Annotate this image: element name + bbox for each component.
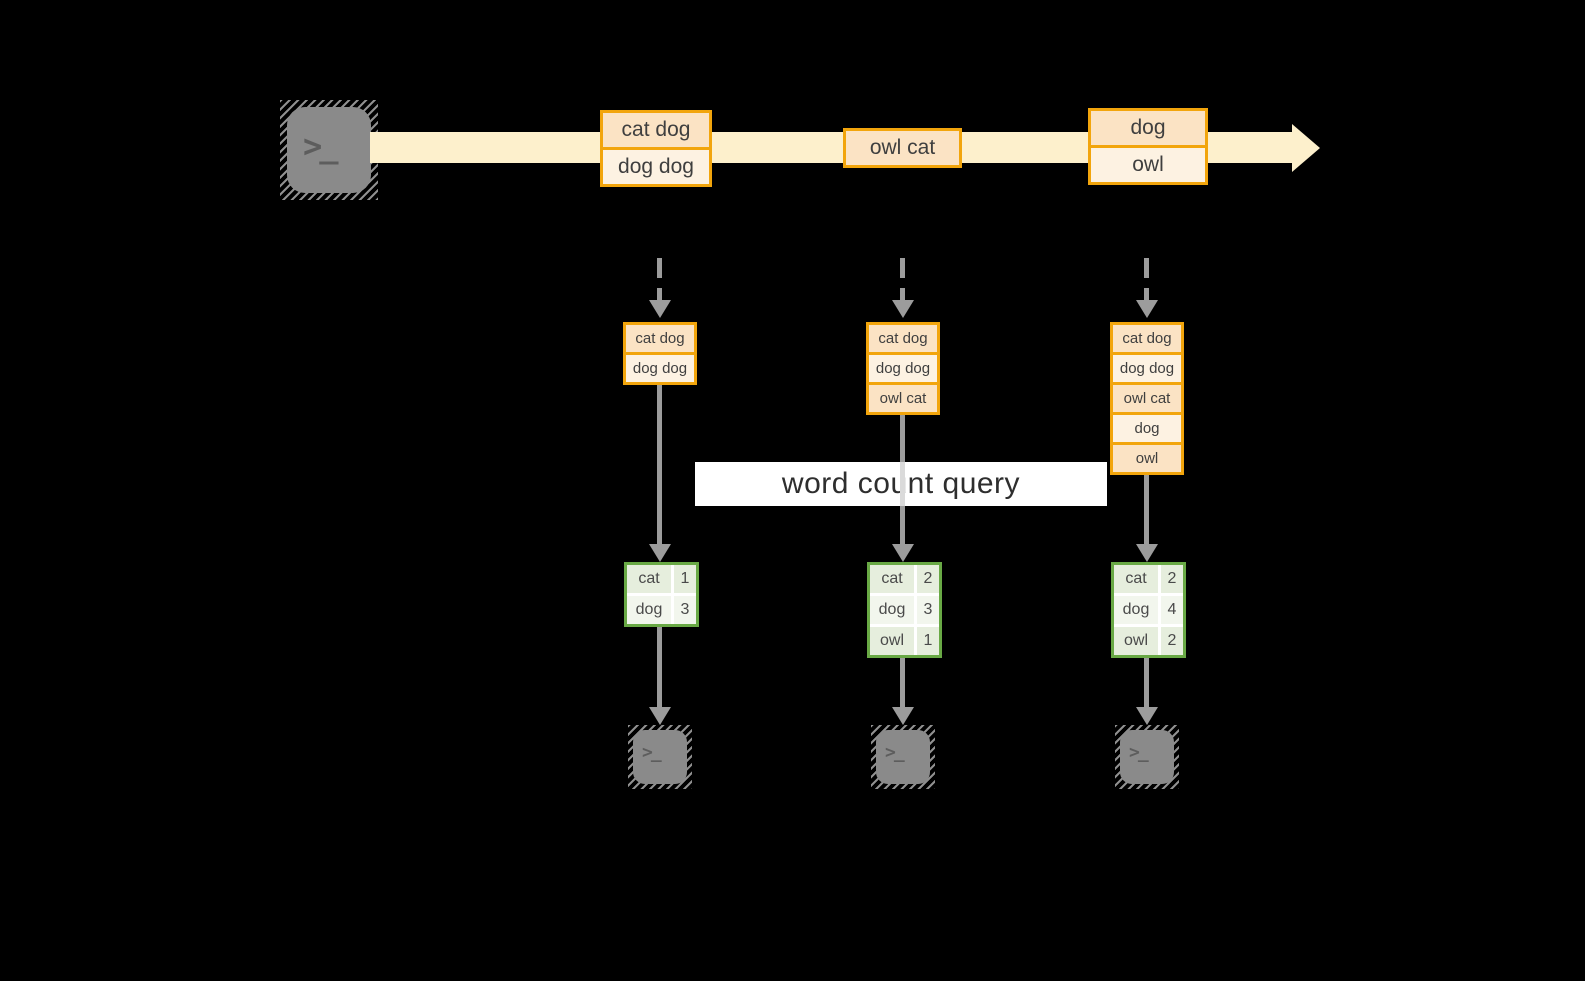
- arrowhead-icon: [892, 707, 914, 725]
- terminal-prompt-glyph: >_: [642, 742, 662, 763]
- count-word: dog: [870, 596, 914, 624]
- count-value: 4: [1161, 596, 1183, 624]
- count-value: 2: [1161, 565, 1183, 593]
- buffer-stack-3: cat dog dog dog owl cat dog owl: [1110, 322, 1184, 475]
- terminal-icon: >_: [1115, 725, 1179, 789]
- connector-line: [900, 658, 905, 707]
- terminal-icon: >_: [628, 725, 692, 789]
- count-table-3: cat 2 dog 4 owl 2: [1111, 562, 1186, 658]
- terminal-icon: >_: [871, 725, 935, 789]
- count-word: owl: [870, 627, 914, 655]
- terminal-icon-body: >_: [287, 107, 371, 193]
- connector-line: [1144, 475, 1149, 544]
- buffer-stack-1: cat dog dog dog: [623, 322, 697, 385]
- buffer-item: owl cat: [1113, 382, 1181, 412]
- stream-message-line: cat dog: [603, 113, 709, 147]
- arrowhead-icon: [1136, 707, 1158, 725]
- connector-line: [657, 627, 662, 707]
- terminal-prompt-glyph: >_: [303, 127, 338, 165]
- count-value: 2: [1161, 627, 1183, 655]
- count-table-2: cat 2 dog 3 owl 1: [867, 562, 942, 658]
- count-value: 1: [917, 627, 939, 655]
- buffer-item: cat dog: [626, 325, 694, 352]
- dashed-arrow-line: [657, 258, 662, 300]
- arrowhead-icon: [649, 707, 671, 725]
- terminal-icon: >_: [280, 100, 378, 200]
- connector-line: [1144, 658, 1149, 707]
- dashed-arrow-line: [900, 258, 905, 300]
- buffer-item: cat dog: [869, 325, 937, 352]
- count-word: cat: [870, 565, 914, 593]
- terminal-icon-body: >_: [1120, 730, 1174, 784]
- buffer-stack-2: cat dog dog dog owl cat: [866, 322, 940, 415]
- stream-message-line: dog dog: [603, 147, 709, 184]
- terminal-icon-body: >_: [633, 730, 687, 784]
- terminal-icon-body: >_: [876, 730, 930, 784]
- count-value: 2: [917, 565, 939, 593]
- terminal-prompt-glyph: >_: [1129, 742, 1149, 763]
- buffer-item: owl cat: [869, 382, 937, 412]
- arrowhead-icon: [892, 544, 914, 562]
- stream-arrowhead-icon: [1292, 124, 1320, 172]
- connector-line: [657, 385, 662, 544]
- count-value: 3: [917, 596, 939, 624]
- buffer-item: dog dog: [869, 352, 937, 382]
- buffer-item: owl: [1113, 442, 1181, 472]
- stream-message-1: cat dog dog dog: [600, 110, 712, 187]
- dashed-arrow-line: [1144, 258, 1149, 300]
- stream-message-3: dog owl: [1088, 108, 1208, 185]
- arrowhead-icon: [892, 300, 914, 318]
- buffer-item: dog dog: [1113, 352, 1181, 382]
- arrowhead-icon: [1136, 300, 1158, 318]
- count-table-1: cat 1 dog 3: [624, 562, 699, 627]
- terminal-prompt-glyph: >_: [885, 742, 905, 763]
- count-word: dog: [627, 596, 671, 624]
- connector-line-through-label: [900, 462, 905, 506]
- stream-message-line: dog: [1091, 111, 1205, 145]
- buffer-item: cat dog: [1113, 325, 1181, 352]
- arrowhead-icon: [649, 300, 671, 318]
- arrowhead-icon: [1136, 544, 1158, 562]
- count-word: cat: [1114, 565, 1158, 593]
- count-word: dog: [1114, 596, 1158, 624]
- arrowhead-icon: [649, 544, 671, 562]
- stream-message-line: owl cat: [846, 131, 959, 165]
- buffer-item: dog dog: [626, 352, 694, 382]
- buffer-item: dog: [1113, 412, 1181, 442]
- stream-message-line: owl: [1091, 145, 1205, 182]
- count-value: 3: [674, 596, 696, 624]
- count-value: 1: [674, 565, 696, 593]
- count-word: owl: [1114, 627, 1158, 655]
- count-word: cat: [627, 565, 671, 593]
- stream-message-2: owl cat: [843, 128, 962, 168]
